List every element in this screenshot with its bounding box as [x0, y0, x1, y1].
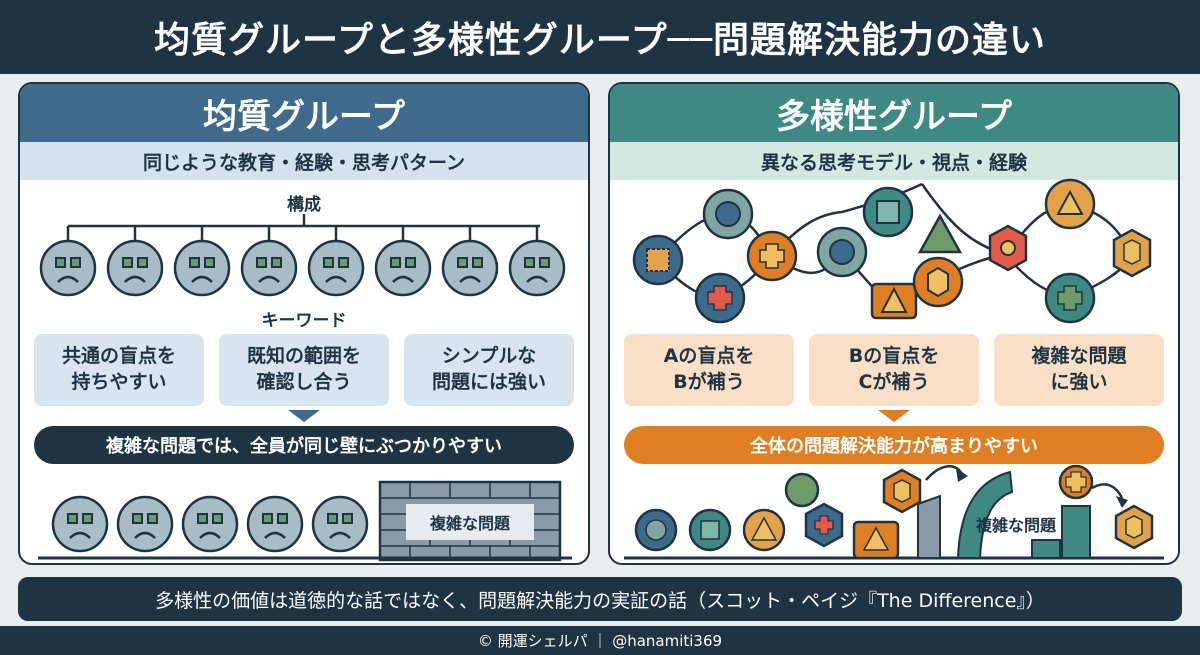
keyword-card: 共通の盲点を 持ちやすい	[34, 334, 204, 406]
network-diagram	[624, 178, 1164, 560]
composition-label: 構成	[287, 195, 321, 215]
keyword-card: Aの盲点を Bが補う	[624, 334, 794, 406]
member-face-icon	[173, 239, 231, 297]
node-triangle-icon	[870, 282, 918, 320]
member-face-icon	[374, 239, 432, 297]
member-face-icon	[106, 239, 164, 297]
member-face-icon	[307, 239, 365, 297]
node-triangle-icon	[917, 213, 963, 254]
member-face-icon	[311, 495, 369, 553]
node-square-icon	[862, 186, 914, 238]
node-circle-icon	[702, 188, 754, 240]
keyword-card: Bの盲点を Cが補う	[809, 334, 979, 406]
org-tree-diagram	[38, 214, 572, 562]
keyword-card: 既知の範囲を 確認し合う	[219, 334, 389, 406]
diverse-panel: 多様性グループ 異なる思考モデル・視点・経験	[608, 82, 1180, 565]
node-square-icon	[632, 234, 684, 286]
node-plus-icon	[694, 272, 746, 324]
member-face-icon	[508, 239, 566, 297]
member-face-icon	[246, 495, 304, 553]
member-face-icon	[39, 239, 97, 297]
keyword-label: キーワード	[261, 311, 347, 331]
keyword-card: シンプルな 問題には強い	[404, 334, 574, 406]
homogeneous-subtitle: 同じような教育・経験・思考パターン	[20, 142, 588, 180]
node-hexagon-icon	[1112, 228, 1152, 278]
member-face-icon	[116, 495, 174, 553]
node-circle-icon	[816, 226, 868, 278]
problem-label: 複雑な問題	[975, 516, 1056, 535]
diverse-conclusion: 全体の問題解決能力が高まりやすい	[624, 426, 1164, 464]
member-face-icon	[181, 495, 239, 553]
member-face-icon	[51, 495, 109, 553]
down-arrow-icon	[878, 410, 910, 422]
credit-line: © 開運シェルパ ｜ @hanamiti369	[0, 626, 1200, 655]
diverse-subtitle: 異なる思考モデル・視点・経験	[610, 142, 1178, 180]
node-plus-icon	[746, 230, 798, 282]
progress-shapes-illustration	[634, 464, 1154, 560]
node-hexagon-icon	[912, 256, 964, 308]
member-face-icon	[441, 239, 499, 297]
wall-label: 複雑な問題	[429, 514, 510, 533]
brick-wall-icon	[378, 480, 562, 562]
member-face-icon	[240, 239, 298, 297]
keyword-card: 複雑な問題 に強い	[994, 334, 1164, 406]
footer-note: 多様性の価値は道徳的な話ではなく、問題解決能力の実証の話（スコット・ペイジ『Th…	[18, 577, 1182, 621]
homogeneous-panel: 均質グループ 同じような教育・経験・思考パターン 構成	[18, 82, 590, 565]
page-title: 均質グループと多様性グループ──問題解決能力の違い	[0, 0, 1200, 74]
diverse-heading: 多様性グループ	[610, 84, 1178, 142]
node-plus-icon	[1044, 272, 1096, 324]
homogeneous-conclusion: 複雑な問題では、全員が同じ壁にぶつかりやすい	[34, 426, 574, 464]
homogeneous-heading: 均質グループ	[20, 84, 588, 142]
node-triangle-icon	[1044, 178, 1096, 230]
down-arrow-icon	[288, 410, 320, 422]
node-circle-icon	[988, 224, 1028, 272]
